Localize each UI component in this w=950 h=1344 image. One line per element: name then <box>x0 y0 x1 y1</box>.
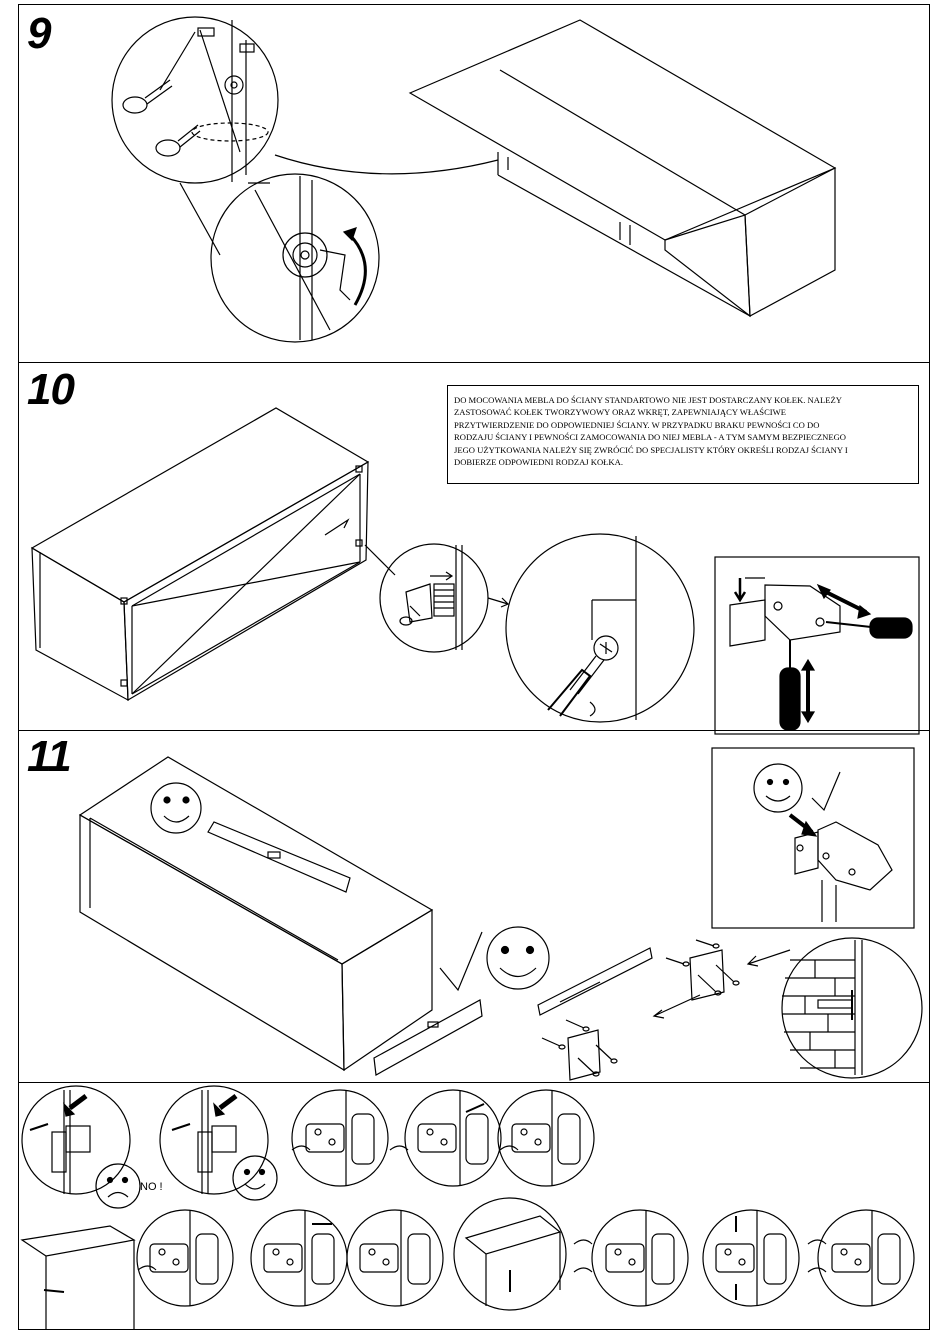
hinge-circle <box>497 1089 595 1187</box>
wall-rail <box>373 999 483 1076</box>
notice-line: DOBIERZE ODPOWIEDNI RODZAJ KOŁKA. <box>454 457 623 468</box>
hinge-circle <box>389 1089 502 1187</box>
metal-rail <box>537 947 653 1016</box>
hinge-circle <box>702 1209 800 1307</box>
sad-face-icon <box>95 1163 141 1209</box>
notice-line: DO MOCOWANIA MEBLA DO ŚCIANY STANDARTOWO… <box>454 395 842 405</box>
notice-line: PRZYTWIERDZENIE DO ODPOWIEDNIEJ ŚCIANY. … <box>454 419 820 430</box>
hinge-circle <box>346 1209 444 1307</box>
notice-line: ZASTOSOWAĆ KOŁEK TWORZYWOWY ORAZ WKRĘT, … <box>454 407 787 418</box>
wall-mounting-notice: DO MOCOWANIA MEBLA DO ŚCIANY STANDARTOWO… <box>447 385 919 484</box>
checkmark-icon <box>439 931 483 992</box>
smiley-icon <box>150 782 202 834</box>
smiley-icon <box>486 926 550 990</box>
hinge-detail-wrong <box>21 1085 131 1195</box>
hinge-circle <box>573 1209 689 1307</box>
section-divider <box>18 1082 930 1083</box>
arrow-icon <box>746 949 791 967</box>
leader-line <box>274 154 499 175</box>
hinge-circle <box>291 1089 389 1187</box>
step9-detail-circle-top <box>111 16 279 184</box>
hinge-circle <box>807 1209 915 1307</box>
wrong-placement-label: NO ! <box>140 1181 163 1193</box>
leader-line <box>179 182 221 256</box>
notice-line: RODZAJU ŚCIANY I PEWNOŚCI ZAMOCOWANIA DO… <box>454 432 846 443</box>
step9-detail-circle-bottom <box>210 173 380 343</box>
hinge-circle <box>250 1209 348 1307</box>
brick-wall-detail <box>781 937 923 1079</box>
step11-cabinet <box>78 756 434 1072</box>
page-frame <box>18 4 930 1330</box>
side-cabinet <box>20 1225 136 1330</box>
step9-cabinet-open-flap <box>408 19 837 318</box>
step-number-10: 10 <box>27 365 75 414</box>
hinge-circle <box>136 1209 234 1307</box>
arrow-icon <box>487 597 510 608</box>
step10-detail-large-circle <box>505 533 695 723</box>
step-number-11: 11 <box>27 732 72 781</box>
section-divider <box>18 362 930 363</box>
step10-mounting-bracket-box <box>714 556 920 735</box>
step10-cabinet-back <box>30 407 370 702</box>
section-divider <box>18 730 930 731</box>
screws-and-plates <box>541 939 740 1081</box>
smiley-icon <box>232 1155 278 1201</box>
door-front-detail <box>453 1197 567 1311</box>
leader-line <box>364 544 396 576</box>
step-number-9: 9 <box>27 9 52 58</box>
arrow-icon <box>652 994 701 1019</box>
step11-bracket-check-box <box>711 747 915 929</box>
hinge-detail-correct <box>159 1085 269 1195</box>
step10-detail-small-circle <box>379 543 489 653</box>
notice-line: JEGO UŻYTKOWANIA NALEŻY SIĘ ZWRÓCIĆ DO S… <box>454 444 848 455</box>
